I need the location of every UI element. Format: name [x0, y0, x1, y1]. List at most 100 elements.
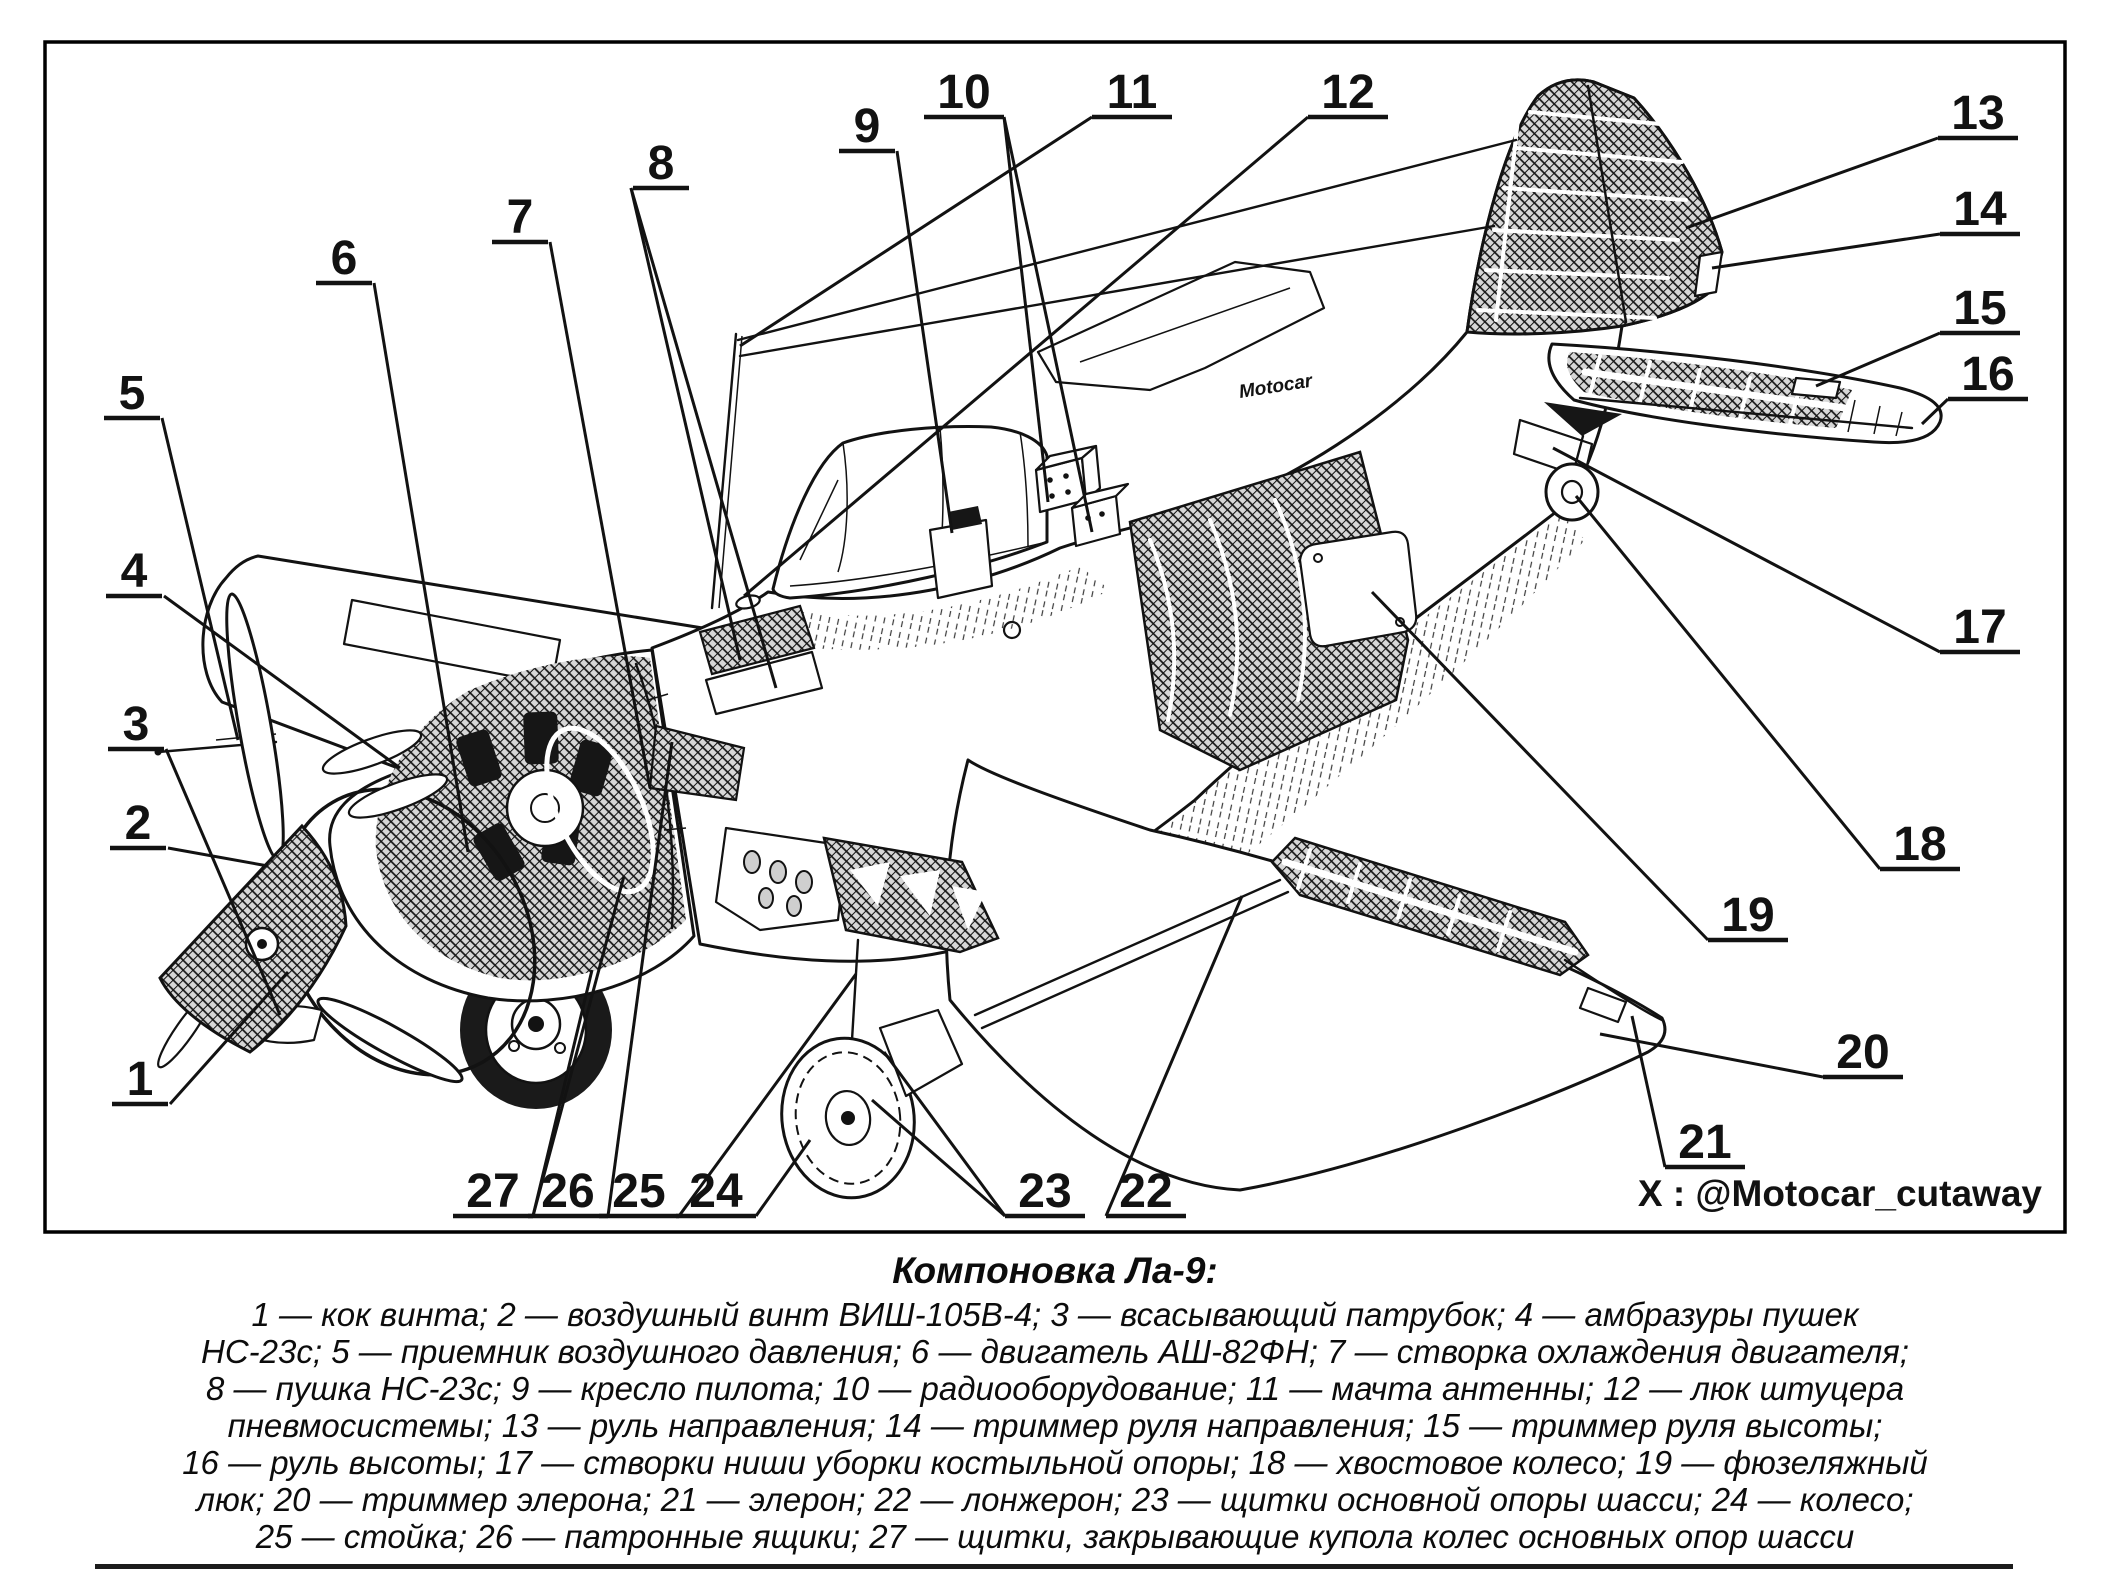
- legend-caption: Компоновка Ла-9: 1 — кок винта; 2 — возд…: [0, 1248, 2110, 1555]
- starboard-wing: [944, 758, 1667, 1192]
- leader-line-26: [606, 741, 674, 1217]
- callout-number-10: 10: [937, 66, 990, 119]
- callout-number-11: 11: [1107, 66, 1158, 119]
- fuselage-hatch: [1298, 530, 1418, 648]
- figure-border: [43, 40, 2067, 1234]
- aileron-hinge-line: [1563, 958, 1664, 1022]
- leader-line-25: [677, 973, 858, 1217]
- engine-mount-ring: [544, 725, 656, 895]
- caption-line-1: 1 — кок винта; 2 — воздушный винт ВИШ-10…: [251, 1296, 1859, 1333]
- ammo-boxes: [648, 724, 746, 802]
- leader-line-2: [167, 846, 269, 868]
- callout-number-15: 15: [1953, 282, 2006, 335]
- leader-line-6: [372, 282, 470, 853]
- caption-lines: 1 — кок винта; 2 — воздушный винт ВИШ-10…: [0, 1296, 2110, 1555]
- leader-line-15: [1815, 331, 1941, 388]
- headrest: [948, 506, 982, 530]
- caption-line-2: НС-23с; 5 — приемник воздушного давления…: [201, 1333, 1909, 1370]
- callout-number-21: 21: [1678, 1116, 1731, 1169]
- caption-title: Компоновка Ла-9:: [892, 1250, 1218, 1291]
- leader-line-4: [163, 594, 401, 770]
- rudder-trim-tab: [1693, 250, 1724, 298]
- cockpit-canopy: [771, 425, 1049, 600]
- aircraft-drawing: [154, 78, 1943, 1200]
- step-hole: [1002, 620, 1022, 640]
- leader-line-21: [1630, 1015, 1667, 1168]
- callout-number-16: 16: [1961, 348, 2014, 401]
- callout-number-20: 20: [1836, 1026, 1889, 1079]
- callout-number-27: 27: [466, 1165, 519, 1218]
- bottom-scan-line: [95, 1564, 2013, 1569]
- caption-line-6: люк; 20 — триммер элерона; 21 — элерон; …: [196, 1481, 1914, 1518]
- aileron-trim-tab: [1578, 986, 1628, 1024]
- callout-number-13: 13: [1951, 87, 2004, 140]
- leader-line-10-1: [1002, 116, 1050, 503]
- elevator-hinge-line: [1578, 396, 1914, 430]
- leader-line-27-2: [531, 875, 626, 1217]
- cowl-flap-band: [634, 662, 675, 930]
- engine-crankcase: [505, 768, 585, 848]
- callout-number-7: 7: [507, 191, 534, 244]
- callout-number-2: 2: [125, 797, 152, 850]
- tail-fin-rudder: [1465, 78, 1724, 336]
- caption-line-7: 25 — стойка; 26 — патронные ящики; 27 — …: [255, 1518, 1855, 1555]
- leader-line-5: [160, 417, 240, 741]
- port-stabilizer: [1036, 260, 1326, 392]
- callout-number-14: 14: [1953, 183, 2007, 236]
- leader-line-7: [548, 241, 652, 789]
- callout-number-23: 23: [1018, 1165, 1071, 1218]
- callout-number-3: 3: [123, 698, 150, 751]
- caption-line-4: пневмосистемы; 13 — руль направления; 14…: [227, 1407, 1883, 1444]
- callout-number-9: 9: [854, 100, 881, 153]
- callout-number-5: 5: [119, 367, 146, 420]
- leader-line-17: [1552, 446, 1941, 654]
- callout-number-8: 8: [648, 137, 675, 190]
- callout-number-12: 12: [1321, 66, 1374, 119]
- leader-line-24: [754, 1139, 812, 1217]
- leader-line-18: [1574, 495, 1882, 870]
- callout-number-22: 22: [1119, 1165, 1172, 1218]
- cannon: [704, 650, 824, 716]
- gun-bay: [648, 604, 824, 802]
- leader-line-8-1: [629, 187, 742, 661]
- rudder-hinge-line: [1586, 84, 1628, 324]
- leader-line-14: [1711, 232, 1941, 270]
- leader-line-8-2: [629, 187, 778, 689]
- gear-strut: [850, 938, 860, 1042]
- leader-line-1: [168, 971, 290, 1105]
- caption-line-5: 16 — руль высоты; 17 — створки ниши убор…: [182, 1444, 1928, 1481]
- corner-watermark: X : @Motocar_cutaway: [1638, 1173, 2043, 1214]
- leader-line-12: [743, 115, 1309, 598]
- antenna-wire: [738, 224, 1496, 358]
- callout-number-4: 4: [121, 545, 148, 598]
- caption-line-3: 8 — пушка НС-23с; 9 — кресло пилота; 10 …: [205, 1370, 1905, 1407]
- gun-trough: [321, 729, 423, 775]
- callout-number-1: 1: [127, 1053, 154, 1106]
- engine-cowling: [238, 648, 696, 1077]
- callout-number-17: 17: [1953, 601, 2006, 654]
- pilot-seat: [928, 518, 994, 600]
- inline-watermark: Motocar: [1237, 370, 1315, 403]
- radio-equipment: [1034, 444, 1130, 548]
- callout-number-6: 6: [331, 232, 358, 285]
- leader-line-9: [895, 150, 954, 534]
- pneumatic-hatch: [735, 594, 761, 610]
- callout-number-19: 19: [1721, 889, 1774, 942]
- elevator-trim-tab: [1790, 376, 1842, 400]
- antenna-wire: [736, 138, 1518, 342]
- leader-line-22: [1104, 895, 1244, 1217]
- callout-number-26: 26: [541, 1165, 594, 1218]
- gun-trough: [347, 773, 449, 819]
- callout-number-25: 25: [612, 1165, 665, 1218]
- leader-line-13: [1685, 136, 1939, 230]
- side-shading: [790, 566, 1110, 650]
- leader-line-23-1: [871, 1098, 1006, 1218]
- wing-spar-beam: [973, 878, 1282, 1017]
- cannon: [698, 604, 816, 676]
- fuselage-cutaway: [1128, 450, 1418, 772]
- leader-line-10-2: [1002, 116, 1094, 533]
- leader-line-3: [164, 748, 282, 1016]
